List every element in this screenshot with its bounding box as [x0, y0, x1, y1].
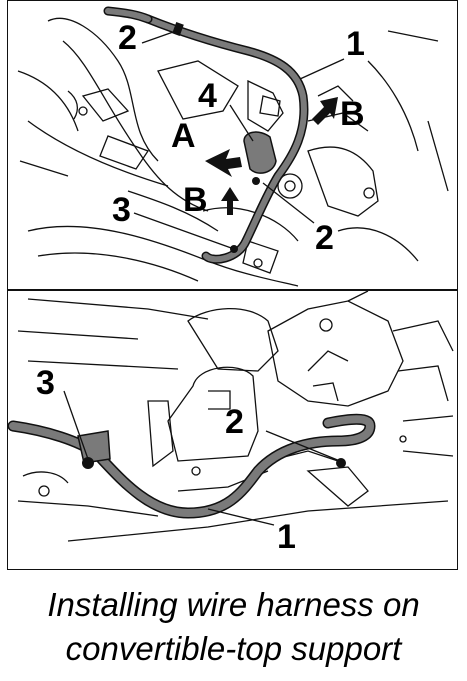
arrow-B-up-icon	[221, 187, 239, 215]
callout-B-right: B	[340, 95, 365, 133]
leader-lines-bottom	[63, 390, 341, 526]
arrow-B-diagonal-icon	[312, 97, 338, 125]
callout-3-bottom: 3	[36, 364, 55, 402]
bottom-panel: 3 2 1	[7, 290, 458, 570]
bottom-illustration: 3 2 1	[8, 291, 454, 556]
callout-1-bottom: 1	[277, 518, 296, 556]
caption-line-2: convertible-top support	[65, 630, 402, 667]
wire-harness-bottom	[8, 413, 376, 519]
callout-2-upper: 2	[118, 19, 137, 57]
callout-3-top: 3	[112, 191, 131, 229]
callout-A: A	[171, 117, 196, 155]
callout-4: 4	[198, 77, 217, 115]
callout-1-top: 1	[346, 25, 365, 63]
callout-2-bottom: 2	[225, 403, 244, 441]
connector-4	[243, 131, 277, 174]
wire-harness-top	[103, 6, 309, 264]
callout-B-left: B	[183, 181, 208, 219]
caption-line-1: Installing wire harness on	[47, 586, 420, 623]
fasteners-bottom	[77, 430, 346, 469]
support-linework	[17, 291, 454, 542]
callout-2-lower: 2	[315, 219, 334, 257]
top-panel: 2 1 4 B A B 3 2	[7, 0, 458, 290]
mechanism-linework	[17, 17, 449, 287]
arrow-A-icon	[205, 149, 242, 177]
leader-lines-top	[133, 30, 345, 250]
top-illustration: 2 1 4 B A B 3 2	[17, 6, 449, 287]
